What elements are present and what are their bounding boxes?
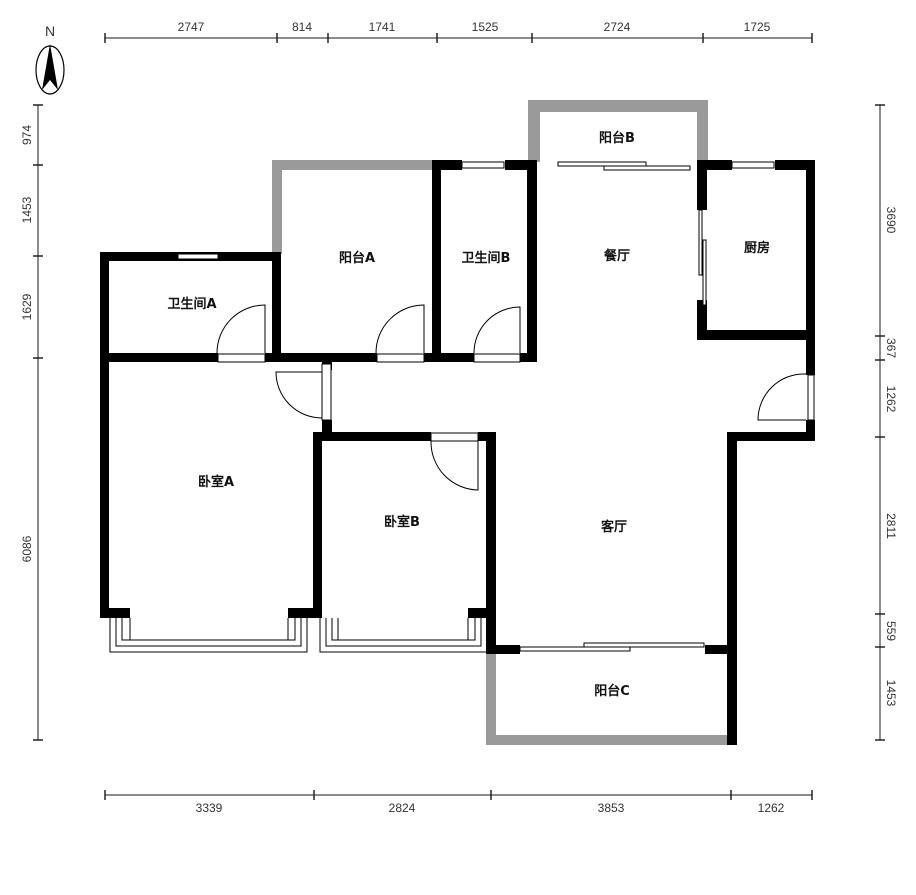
- dim-left-3: 1629: [20, 293, 34, 320]
- dim-top-6: 1725: [744, 20, 771, 34]
- dimension-bottom: 3339 2824 3853 1262: [104, 790, 813, 815]
- room-bath-a: 卫生间A: [167, 296, 216, 312]
- compass-label: N: [45, 23, 55, 39]
- dimension-right: 3690 367 1262 2811 559 1453: [875, 104, 898, 741]
- dimension-top: 2747 814 1741 1525 2724 1725: [104, 20, 813, 43]
- north-compass-icon: N: [35, 23, 65, 95]
- room-living: 客厅: [601, 519, 627, 535]
- room-kitchen: 厨房: [744, 240, 770, 256]
- room-balcony-a: 阳台A: [339, 250, 375, 266]
- windows: [109, 161, 815, 653]
- dim-right-6: 1453: [884, 680, 898, 707]
- dim-bottom-1: 3339: [196, 801, 223, 815]
- walls: [100, 160, 815, 745]
- dim-left-4: 6086: [20, 535, 34, 562]
- room-balcony-c: 阳台C: [594, 683, 630, 699]
- room-dining: 餐厅: [603, 248, 630, 264]
- dim-right-4: 2811: [884, 513, 898, 539]
- dim-right-5: 559: [884, 621, 898, 641]
- dim-right-1: 3690: [884, 207, 898, 234]
- dimension-left: 974 1453 1629 6086: [20, 104, 43, 741]
- dim-top-4: 1525: [472, 20, 499, 34]
- room-bedroom-a: 卧室A: [198, 474, 234, 490]
- balcony-walls: [272, 100, 731, 745]
- dim-top-1: 2747: [178, 20, 205, 34]
- room-balcony-b: 阳台B: [599, 130, 635, 146]
- room-labels: 卫生间A 阳台A 卫生间B 阳台B 餐厅 厨房 卧室A 卧室B 客厅 阳台C: [167, 130, 770, 699]
- dim-left-1: 974: [20, 125, 34, 145]
- doors: [216, 304, 807, 491]
- dim-top-3: 1741: [369, 20, 396, 34]
- dim-top-2: 814: [292, 20, 312, 34]
- dim-left-2: 1453: [20, 196, 34, 223]
- dim-bottom-4: 1262: [758, 801, 785, 815]
- room-bath-b: 卫生间B: [462, 250, 511, 266]
- room-bedroom-b: 卧室B: [384, 514, 420, 530]
- dim-top-5: 2724: [604, 20, 631, 34]
- dim-right-3: 1262: [884, 386, 898, 413]
- dim-bottom-3: 3853: [598, 801, 625, 815]
- dim-right-2: 367: [884, 338, 898, 358]
- dim-bottom-2: 2824: [389, 801, 416, 815]
